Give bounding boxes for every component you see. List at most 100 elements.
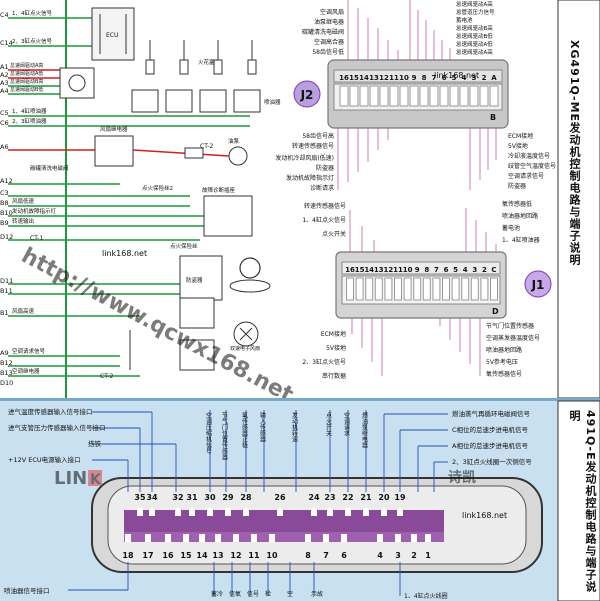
left-pin-label: B10 [0, 209, 13, 217]
j1-pin-number: 6 [444, 266, 449, 274]
left-wire-label: 发动机故障指示灯 [12, 207, 57, 215]
left-wire-label: 点火保险丝2 [142, 184, 173, 192]
j1-pin-number: 11 [393, 266, 403, 274]
j2-bottom-right-label: 冷却液温度信号 [508, 152, 550, 160]
ecu-pin-bottom [199, 534, 205, 542]
j1-left-label: 点火开关 [322, 230, 346, 238]
j1-pin [461, 277, 470, 301]
j2-pin-number: 12 [379, 74, 389, 82]
left-wire-label: 2、3缸喷油器 [12, 117, 47, 125]
bottom-right-label: 2、3缸点火线圈一次侧信号 [452, 457, 532, 466]
left-wire-label: 空调请求信号 [12, 347, 46, 355]
j1-pin [442, 277, 450, 301]
j1-pin-number: 8 [424, 266, 429, 274]
left-wire-label: 风扇高速 [12, 307, 35, 315]
bottom-footer-vertical-label: 空 [287, 590, 293, 598]
left-wire-label: 1、4缸点火信号 [12, 9, 52, 17]
brand-watermark: LIN K 诗凯 [54, 468, 476, 489]
j2-bottom-right-label: 空调请求信号 [508, 172, 544, 180]
j1-pin [470, 277, 479, 301]
j2-pin [439, 85, 449, 107]
j1-pin-number: 13 [374, 266, 384, 274]
ecu-pin-top-number: 23 [324, 493, 335, 502]
ecu-pin-top [149, 508, 155, 516]
j2-bottom-left-label: 诊断请求 [310, 184, 334, 192]
bottom-right-label: 燃油蒸气再循环电磁阀信号 [452, 409, 531, 418]
j2-bottom-left-label: 发动机故障指示灯 [286, 174, 334, 182]
j1-bottom-left-label: ECM接地 [321, 330, 346, 338]
ecu-pin-bottom [377, 534, 383, 542]
left-pin-label: B13 [0, 369, 13, 377]
bottom-leaders [68, 410, 448, 596]
j2-pin [409, 85, 419, 107]
j1-right-label: 1、4缸喷油器 [502, 236, 540, 244]
bottom-vertical-label: 空调请求 [343, 411, 350, 436]
fan-relay-icon [179, 297, 215, 329]
svg-text:LIN: LIN [54, 468, 87, 489]
j2-pin-number: 14 [359, 74, 369, 82]
ecu-pin-bottom [233, 534, 239, 542]
left-wire-label: 双速电子风扇 [230, 345, 260, 352]
j2-pin-number: 8 [422, 74, 427, 82]
bottom-left-label: 进气支管压力传感器输入信号接口 [8, 423, 106, 432]
ecu-pin-top-number: 29 [222, 493, 234, 502]
j1-left-label: 转速传感器信号 [304, 202, 346, 210]
left-wire-label: CT-2 [100, 373, 113, 380]
j2-bottom-right-label: 5V接地 [508, 142, 528, 150]
ecu-pin-bottom-number: 11 [248, 551, 260, 560]
idle-valve-icon [59, 67, 95, 99]
left-wire-label: 转速输出 [12, 217, 34, 225]
bottom-footer-vertical-label: 蓄冷 [211, 590, 223, 598]
side-title-1: XG491Q-ME发动机控制电路与端子说明 [568, 40, 581, 267]
bottom-left-label: +12V ECU电源输入接口 [8, 455, 81, 464]
j2-pin-number: 11 [389, 74, 399, 82]
ecu-pin-top-number: 32 [172, 493, 183, 502]
left-pin-label: D12 [0, 233, 13, 241]
ecu-pin-top [345, 508, 351, 516]
bottom-left-label: 进气温度传感器输入信号接口 [8, 407, 93, 416]
j1-pin-number: C [491, 266, 496, 274]
j2-pin [339, 85, 349, 107]
j1-right-label: 氧传感器低 [502, 200, 532, 208]
j2-top-label: 58齿信号低 [312, 48, 344, 56]
j2-top-right-label: 怠速阀驱动A高 [456, 0, 493, 8]
j1-right-label: 喷油器地回路 [502, 212, 538, 220]
j2-pin [479, 85, 489, 107]
ecu-pin-bottom-number: 16 [162, 551, 174, 560]
j1-bottom-left-label: 5V接地 [326, 344, 346, 352]
j1-pin-number: 15 [355, 266, 365, 274]
j2-pin-number: 5 [452, 74, 457, 82]
j1-bottom-left-label: 串行数据 [322, 372, 346, 380]
j2-top-right-label: 怠速阀驱动B低 [456, 32, 493, 40]
j1-pin [374, 277, 383, 301]
j1-pin-number: 4 [463, 266, 468, 274]
ecu-pin-bottom-number: 2 [411, 551, 417, 560]
left-pin-label: B11 [0, 287, 13, 295]
left-pin-label: A1 [0, 63, 9, 71]
left-wire-label: 风扇继电器 [100, 125, 128, 133]
side-title-2: 491Q-E发动机控制电路与端子说明 [568, 410, 597, 593]
j1-pin-number: 5 [453, 266, 458, 274]
j1-bottom-right-label: 节气门位置传感器 [486, 322, 534, 330]
left-wire-label: CT-1 [30, 235, 43, 242]
j2-pin [399, 85, 409, 107]
j2-top-label: 空调高合器 [314, 38, 344, 46]
fuel-pump-relay-icon [94, 135, 134, 167]
j2-tag: J2 [293, 80, 321, 108]
ecu-pin-bottom-number: 8 [305, 551, 311, 560]
ecu-pin-bottom-number: 17 [142, 551, 153, 560]
svg-text:J1: J1 [531, 278, 545, 292]
ecu-pin-top-number: 26 [274, 493, 286, 502]
left-pin-label: D10 [0, 379, 13, 387]
bottom-right-label: A相位的怠速步进电机信号 [452, 441, 528, 450]
left-pin-label: A6 [0, 143, 9, 151]
j2-pin-number: 9 [412, 74, 417, 82]
bottom-vertical-label: 点火开关 [325, 411, 332, 437]
j1-pin-number: 10 [403, 266, 413, 274]
left-wire-label: 怠速阀驱动A低 [10, 70, 43, 77]
j1-pin [394, 277, 402, 301]
ecu-pin-bottom [183, 534, 189, 542]
